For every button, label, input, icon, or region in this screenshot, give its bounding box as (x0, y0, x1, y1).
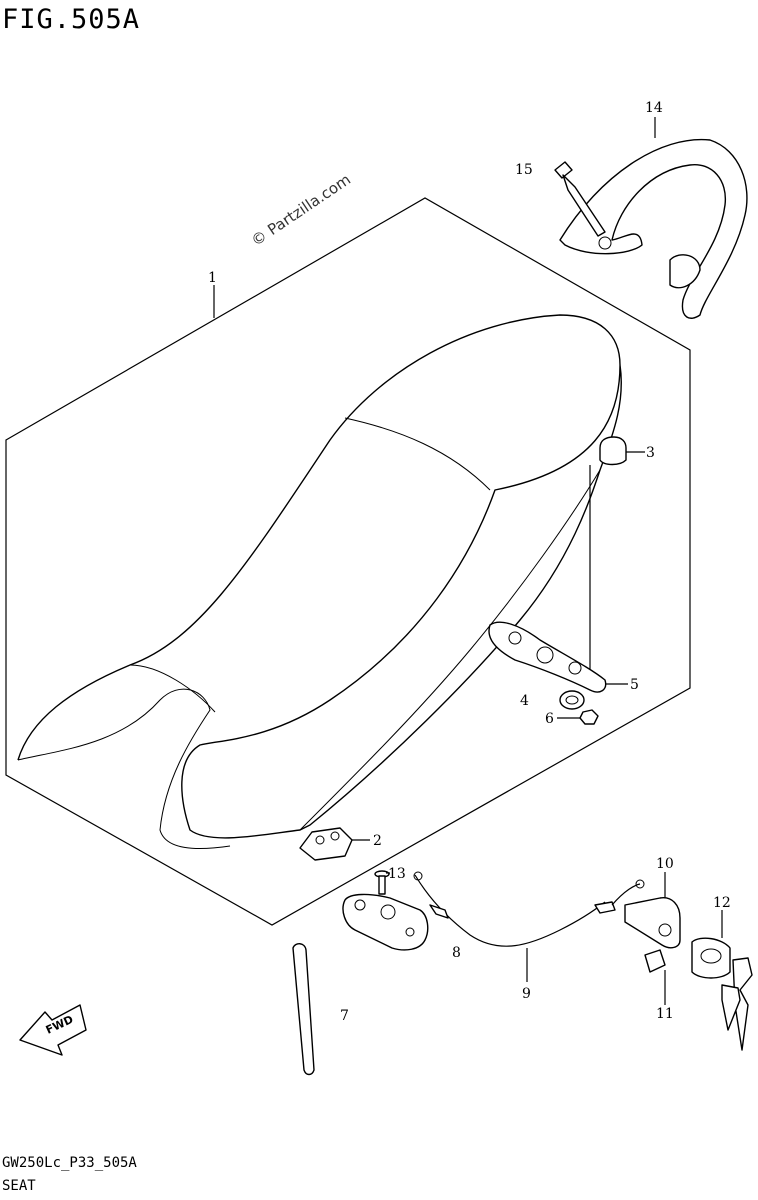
callout-11[interactable]: 11 (656, 1006, 674, 1022)
cushion-3[interactable] (599, 436, 627, 466)
callout-2[interactable]: 2 (373, 833, 382, 849)
screw-13[interactable] (374, 870, 390, 895)
nut-6[interactable] (579, 709, 599, 725)
clip-11[interactable] (644, 949, 666, 973)
cushion-2[interactable] (299, 827, 353, 861)
callout-6[interactable]: 6 (545, 711, 554, 727)
callout-5[interactable]: 5 (630, 677, 639, 693)
callout-10[interactable]: 10 (656, 856, 674, 872)
band-7[interactable] (292, 943, 315, 1076)
lock-set-12[interactable] (691, 937, 753, 1051)
seat-1[interactable] (17, 314, 622, 850)
figure-caption: SEAT (2, 1178, 36, 1194)
callout-13[interactable]: 13 (388, 866, 406, 882)
callout-9[interactable]: 9 (522, 986, 531, 1002)
callout-14[interactable]: 14 (645, 100, 663, 116)
callout-1[interactable]: 1 (208, 270, 217, 286)
callout-4[interactable]: 4 (520, 693, 529, 709)
bolt-15[interactable] (554, 161, 606, 237)
callout-8[interactable]: 8 (452, 945, 461, 961)
callout-12[interactable]: 12 (713, 895, 731, 911)
figure-title: FIG.505A (2, 4, 141, 35)
seat-lock-8[interactable] (342, 893, 429, 951)
damper-4[interactable] (559, 690, 585, 710)
callout-15[interactable]: 15 (515, 162, 533, 178)
seat-assembly-frame (5, 197, 691, 926)
callout-7[interactable]: 7 (340, 1008, 349, 1024)
fwd-arrow: FWD (19, 1004, 87, 1056)
drawing-code: GW250Lc_P33_505A (2, 1155, 137, 1171)
grab-rail-14[interactable] (559, 138, 748, 319)
bracket-5[interactable] (488, 621, 607, 693)
callout-3[interactable]: 3 (646, 445, 655, 461)
cable-9[interactable] (413, 871, 645, 947)
bracket-10[interactable] (624, 897, 681, 949)
